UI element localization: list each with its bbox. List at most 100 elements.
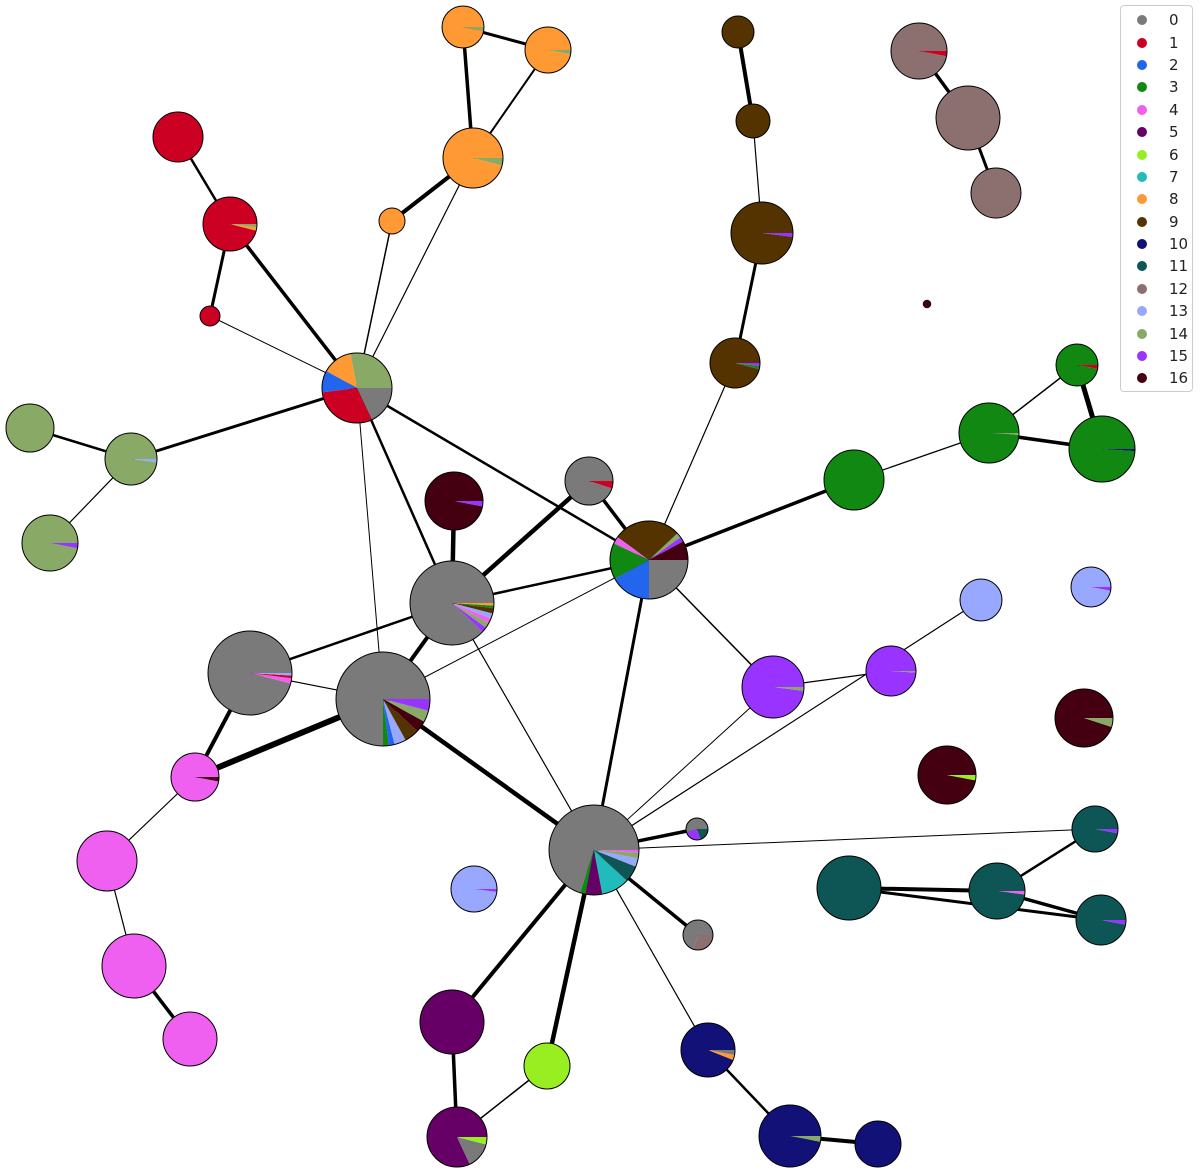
node-outline <box>735 103 771 139</box>
node-slice <box>759 1105 821 1168</box>
node-slice <box>77 831 137 891</box>
node-slice <box>693 935 713 950</box>
node-slice <box>208 630 292 715</box>
node-slice <box>1091 587 1111 591</box>
node-outline <box>162 1011 218 1067</box>
legend-item: 9 <box>1121 211 1192 233</box>
legend-item: 2 <box>1121 54 1192 76</box>
graph-edge <box>356 387 384 700</box>
graph-node <box>170 752 220 802</box>
node-slice <box>383 699 429 722</box>
node-slice <box>923 300 931 308</box>
graph-node <box>548 804 640 896</box>
node-slice <box>617 521 678 560</box>
node-slice <box>817 856 881 920</box>
legend-label: 15 <box>1169 347 1189 366</box>
node-outline <box>1054 688 1114 748</box>
node-outline <box>202 196 258 252</box>
graph-node <box>524 26 572 74</box>
node-slice <box>549 805 639 893</box>
node-outline <box>816 855 882 921</box>
node-slice <box>1071 567 1111 608</box>
graph-node <box>101 933 167 999</box>
graph-node <box>890 22 948 80</box>
node-slice <box>710 338 760 389</box>
graph-node <box>441 5 485 49</box>
legend-label: 5 <box>1169 123 1179 142</box>
graph-node <box>922 299 932 309</box>
node-slice <box>195 777 219 782</box>
graph-node <box>202 196 258 252</box>
legend-item: 1 <box>1121 31 1192 53</box>
node-outline <box>823 449 885 511</box>
node-outline <box>917 745 977 805</box>
graph-node <box>959 578 1003 622</box>
graph-node <box>450 865 498 913</box>
node-outline <box>730 201 794 265</box>
node-slice <box>773 687 804 691</box>
legend-label: 9 <box>1169 212 1179 231</box>
node-outline <box>890 22 948 80</box>
node-outline <box>721 15 755 49</box>
legend-marker <box>1137 15 1147 26</box>
node-slice <box>474 889 497 892</box>
graph-node <box>76 830 138 892</box>
node-slice <box>452 603 494 614</box>
node-slice <box>383 699 406 745</box>
graph-node <box>682 919 714 951</box>
graph-node <box>609 520 689 600</box>
node-slice <box>989 433 1019 435</box>
node-outline <box>523 1042 571 1090</box>
node-outline <box>1055 343 1099 387</box>
node-outline <box>865 645 917 697</box>
node-slice <box>452 603 493 619</box>
node-slice <box>891 671 916 673</box>
graph-node <box>442 127 504 189</box>
legend-label: 6 <box>1169 145 1179 164</box>
graph-node <box>680 1022 736 1078</box>
node-slice <box>730 202 793 265</box>
graph-node <box>730 201 794 265</box>
node-outline <box>970 167 1022 219</box>
graph-node <box>958 402 1020 464</box>
node-slice <box>50 543 78 549</box>
legend-marker <box>1137 306 1147 317</box>
graph-node <box>207 630 293 716</box>
graph-node <box>104 432 158 486</box>
legend-marker <box>1137 351 1147 362</box>
legend-marker <box>1137 239 1147 250</box>
node-slice <box>451 866 497 913</box>
node-slice <box>425 471 484 530</box>
node-slice <box>131 459 157 463</box>
graph-edge <box>355 386 651 562</box>
node-slice <box>649 560 688 599</box>
node-slice <box>6 404 54 452</box>
node-slice <box>1101 920 1126 925</box>
legend-marker <box>1137 373 1147 384</box>
node-slice <box>22 515 78 572</box>
node-slice <box>958 403 1019 464</box>
node-slice <box>594 850 636 881</box>
graph-node <box>378 207 406 235</box>
legend-label: 12 <box>1169 279 1189 298</box>
graph-node <box>21 514 79 572</box>
graph-node <box>523 1042 571 1090</box>
node-slice <box>441 5 484 48</box>
graph-node <box>1054 688 1114 748</box>
legend-item: 7 <box>1121 166 1192 188</box>
graph-node <box>935 85 1001 151</box>
graph-node <box>152 111 204 163</box>
node-slice <box>762 233 793 237</box>
node-outline <box>442 127 504 189</box>
node-outline <box>321 352 393 424</box>
node-slice <box>736 104 770 138</box>
graph-node <box>968 862 1026 920</box>
legend-item: 0 <box>1121 9 1192 31</box>
graph-edge <box>593 828 1096 851</box>
node-slice <box>1102 449 1135 452</box>
node-slice <box>322 388 372 423</box>
node-outline <box>682 919 714 951</box>
node-slice <box>824 450 884 510</box>
legend-item: 6 <box>1121 143 1192 165</box>
